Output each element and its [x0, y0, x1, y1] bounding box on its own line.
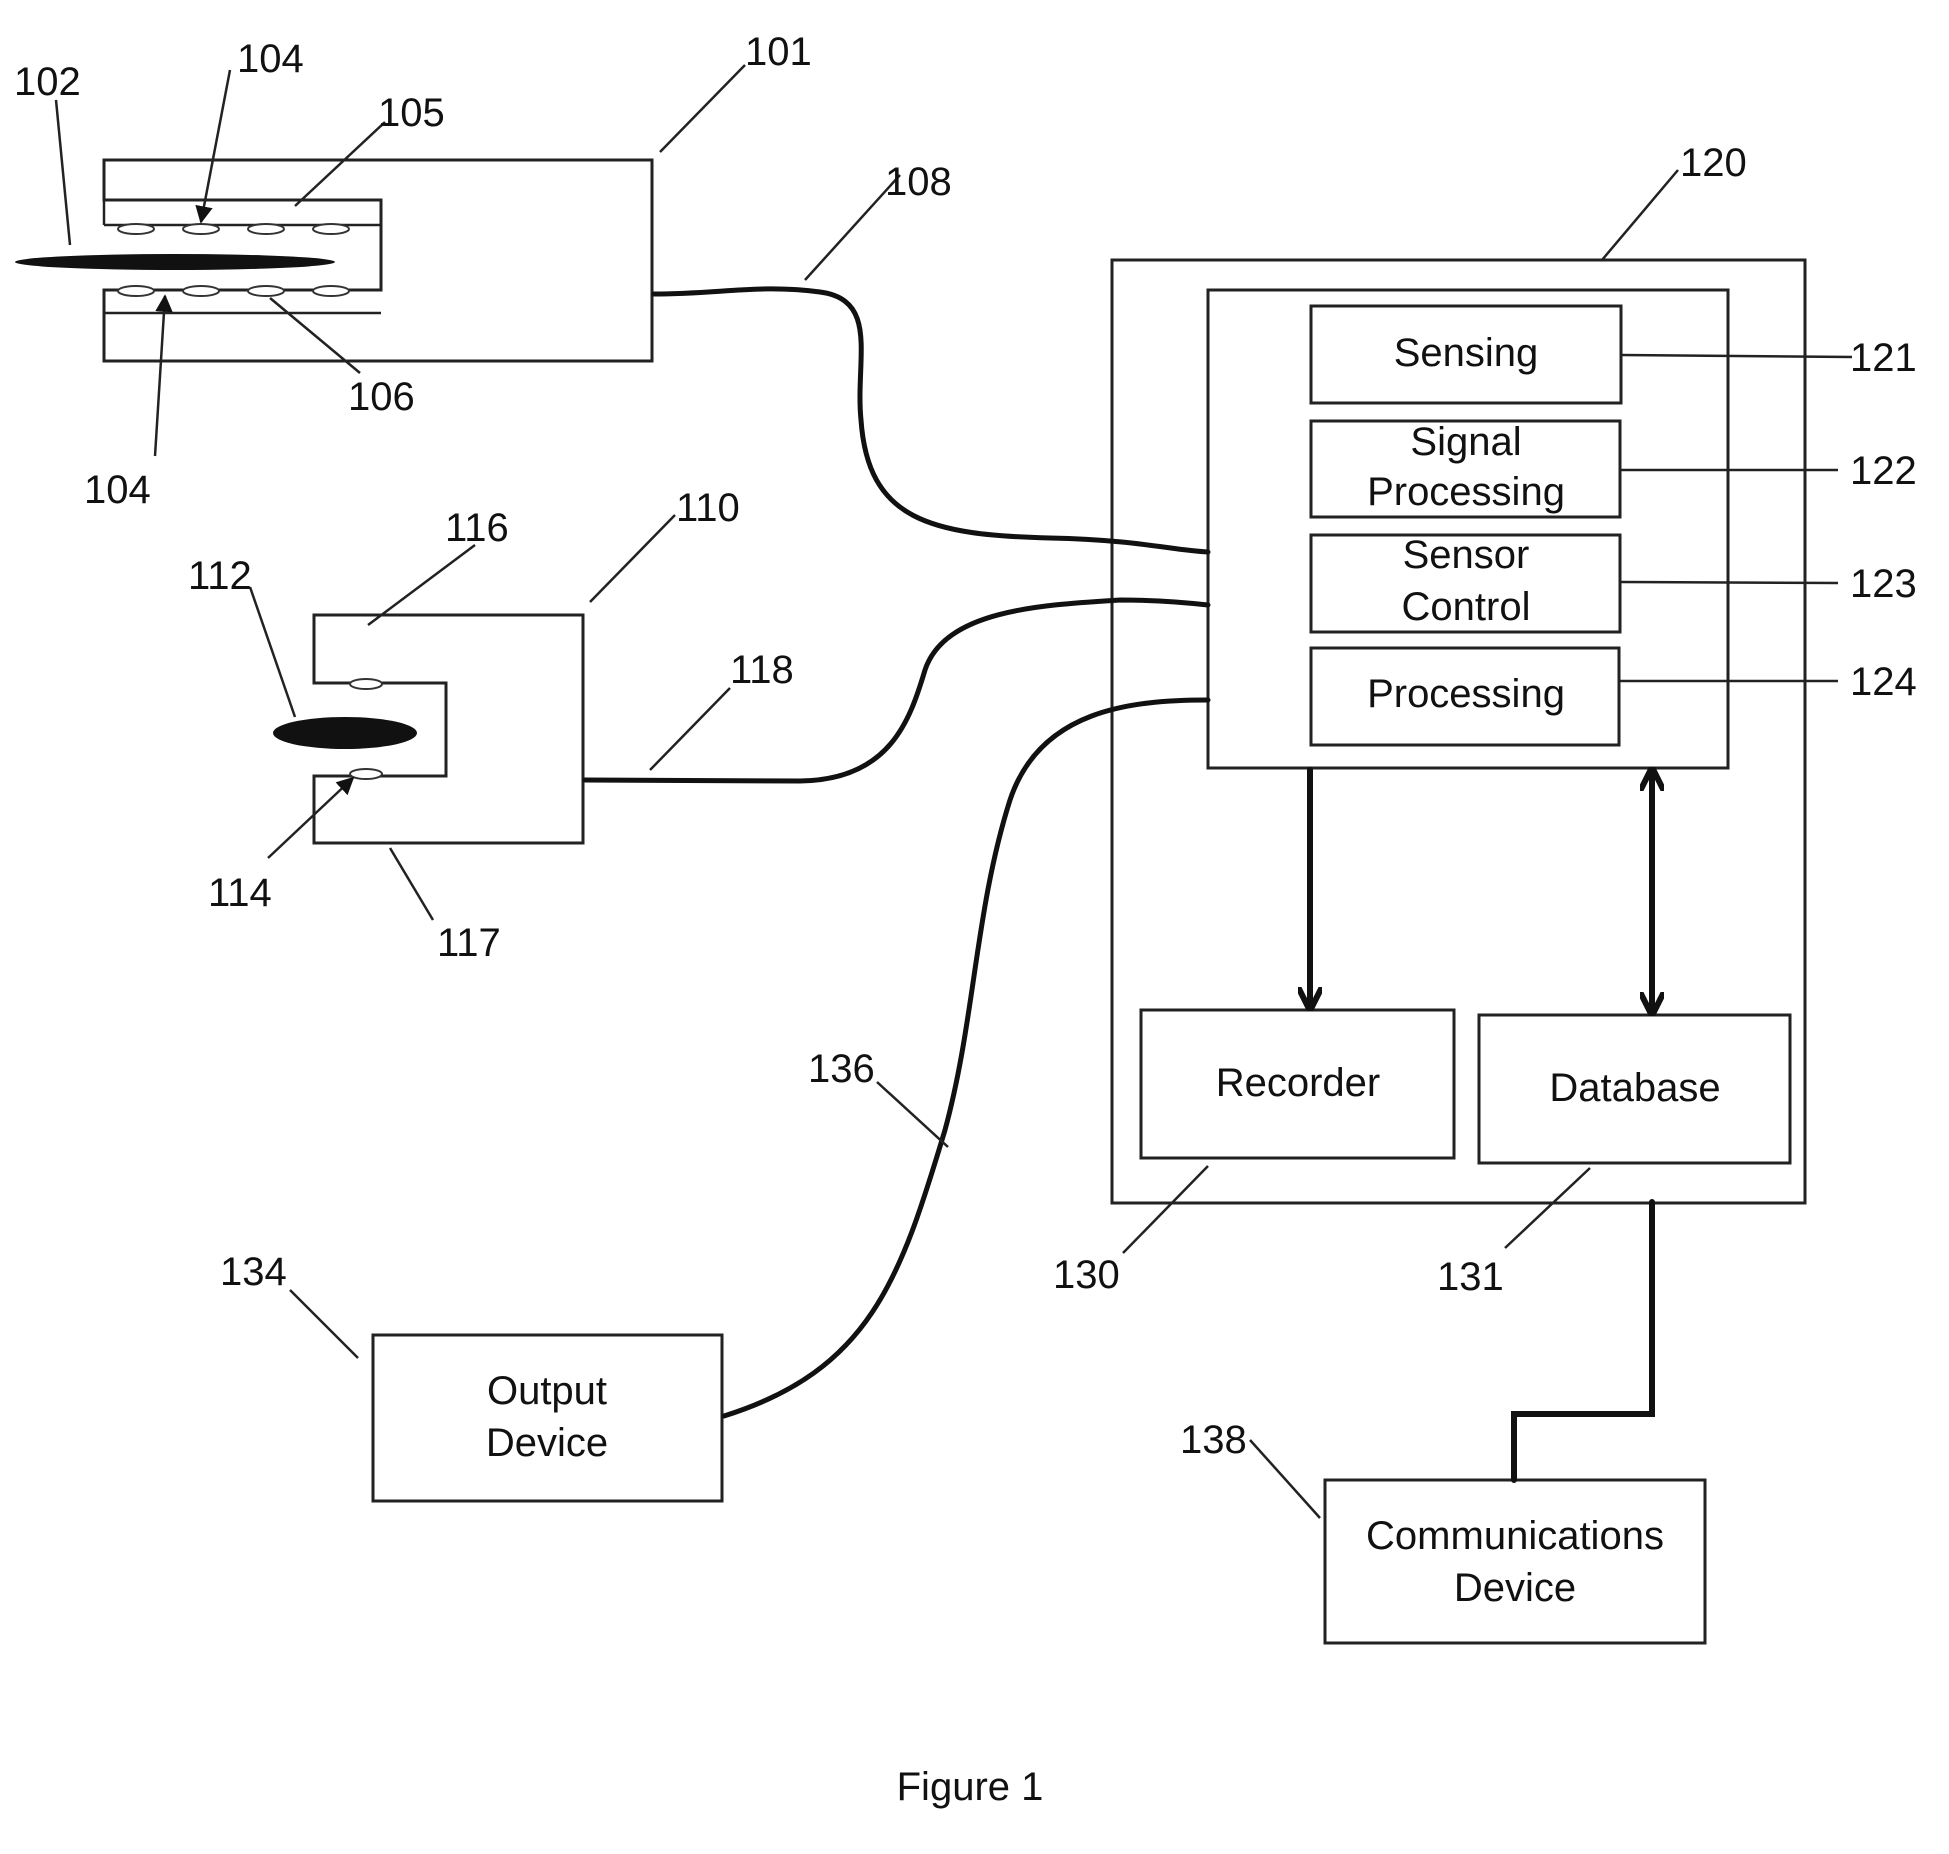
signal-processing-module: Signal Processing	[1311, 420, 1620, 517]
ref-116: 116	[445, 506, 509, 550]
ref-120: 120	[1680, 141, 1747, 185]
ref-114: 114	[208, 871, 272, 915]
specimen-112	[273, 717, 417, 749]
ref-123: 123	[1850, 562, 1917, 606]
ref-102: 102	[14, 60, 81, 104]
database-label: Database	[1549, 1066, 1720, 1110]
ref-118: 118	[730, 648, 794, 692]
ref-108: 108	[885, 160, 952, 204]
sensor-device-101	[15, 160, 652, 361]
output-device-label-line1: Output	[487, 1369, 607, 1413]
ref-124: 124	[1850, 660, 1917, 704]
specimen-102	[15, 254, 335, 270]
recorder-label: Recorder	[1216, 1061, 1381, 1105]
output-device-label-line2: Device	[486, 1421, 608, 1465]
signal-processing-label-line2: Processing	[1367, 470, 1565, 514]
ref-138: 138	[1180, 1418, 1247, 1462]
ref-131: 131	[1437, 1255, 1504, 1299]
output-device-block: Output Device	[373, 1335, 722, 1501]
processing-module: Processing	[1311, 648, 1619, 745]
figure-caption: Figure 1	[897, 1765, 1044, 1809]
ref-122: 122	[1850, 449, 1917, 493]
recorder-block: Recorder	[1141, 1010, 1454, 1158]
ref-106: 106	[348, 375, 415, 419]
ref-112: 112	[188, 554, 252, 598]
database-comm-link	[1514, 1202, 1652, 1480]
database-block: Database	[1479, 1015, 1790, 1163]
communications-device-label-line1: Communications	[1366, 1514, 1664, 1558]
ref-134: 134	[220, 1250, 287, 1294]
ref-104-upper: 104	[237, 37, 304, 81]
sensing-module: Sensing	[1311, 306, 1621, 403]
sensor-control-module: Sensor Control	[1311, 533, 1620, 632]
ref-130: 130	[1053, 1253, 1120, 1297]
ref-117: 117	[437, 921, 501, 965]
sensor-control-label-line1: Sensor	[1403, 533, 1530, 577]
processing-label: Processing	[1367, 672, 1565, 716]
sensing-label: Sensing	[1394, 331, 1539, 375]
signal-processing-label-line1: Signal	[1410, 420, 1521, 464]
ref-101: 101	[745, 30, 812, 74]
ref-105: 105	[378, 91, 445, 135]
ref-104-lower: 104	[84, 468, 151, 512]
ref-121: 121	[1850, 336, 1917, 380]
sensor-control-label-line2: Control	[1402, 585, 1531, 629]
communications-device-label-line2: Device	[1454, 1566, 1576, 1610]
communications-device-block: Communications Device	[1325, 1480, 1705, 1643]
ref-110: 110	[676, 486, 740, 530]
ref-136: 136	[808, 1047, 875, 1091]
